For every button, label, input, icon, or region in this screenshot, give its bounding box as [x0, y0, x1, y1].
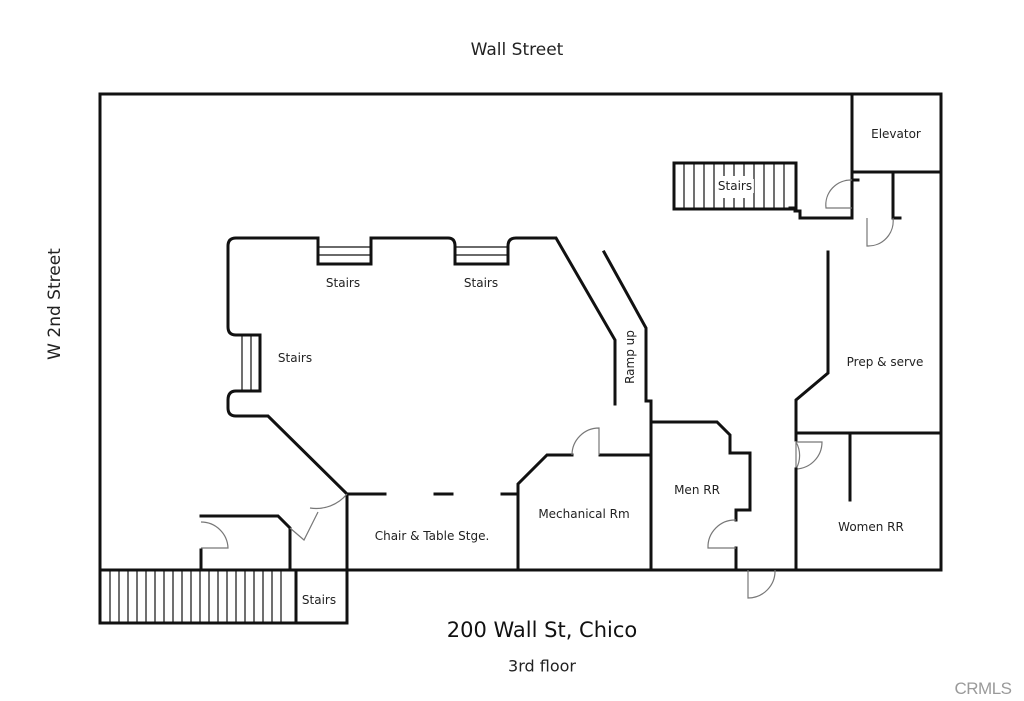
- floor-subtitle: 3rd floor: [508, 656, 576, 676]
- stairs-bottom-box: [98, 568, 298, 625]
- street-label-top: Wall Street: [470, 40, 564, 60]
- address-title: 200 Wall St, Chico: [446, 618, 638, 642]
- room-label-men-rr: Men RR: [674, 483, 720, 497]
- watermark: CRMLS: [954, 679, 1012, 698]
- room-label-stairs-left: Stairs: [277, 351, 313, 365]
- room-label-mechanical: Mechanical Rm: [538, 507, 630, 521]
- room-label-women-rr: Women RR: [838, 520, 904, 534]
- central-hall-wall: [226, 236, 350, 497]
- exterior-door-arc: [747, 569, 776, 599]
- room-label-stairs-top-2: Stairs: [463, 276, 499, 290]
- room-label-stairs-top-1: Stairs: [325, 276, 361, 290]
- room-label-stairs-bottom: Stairs: [301, 593, 337, 607]
- room-label-elevator: Elevator: [871, 127, 921, 141]
- stairs-bottom-treads: [109, 570, 282, 623]
- street-label-left: W 2nd Street: [45, 248, 65, 360]
- room-label-stairs-top-right: Stairs: [715, 179, 755, 193]
- room-label-ramp: Ramp up: [623, 330, 637, 384]
- stairs-top-right-treads: [683, 163, 785, 209]
- room-label-prep-serve: Prep & serve: [846, 355, 924, 369]
- mechanical-wall: [516, 453, 574, 572]
- outer-wall: [98, 92, 943, 572]
- prep-serve-wall: [794, 250, 830, 442]
- ramp-wall: [601, 249, 653, 422]
- elevator-door-arc: [825, 179, 853, 209]
- stairs-top-right-box: [672, 161, 798, 211]
- room-label-chair-table: Chair & Table Stge.: [374, 529, 490, 543]
